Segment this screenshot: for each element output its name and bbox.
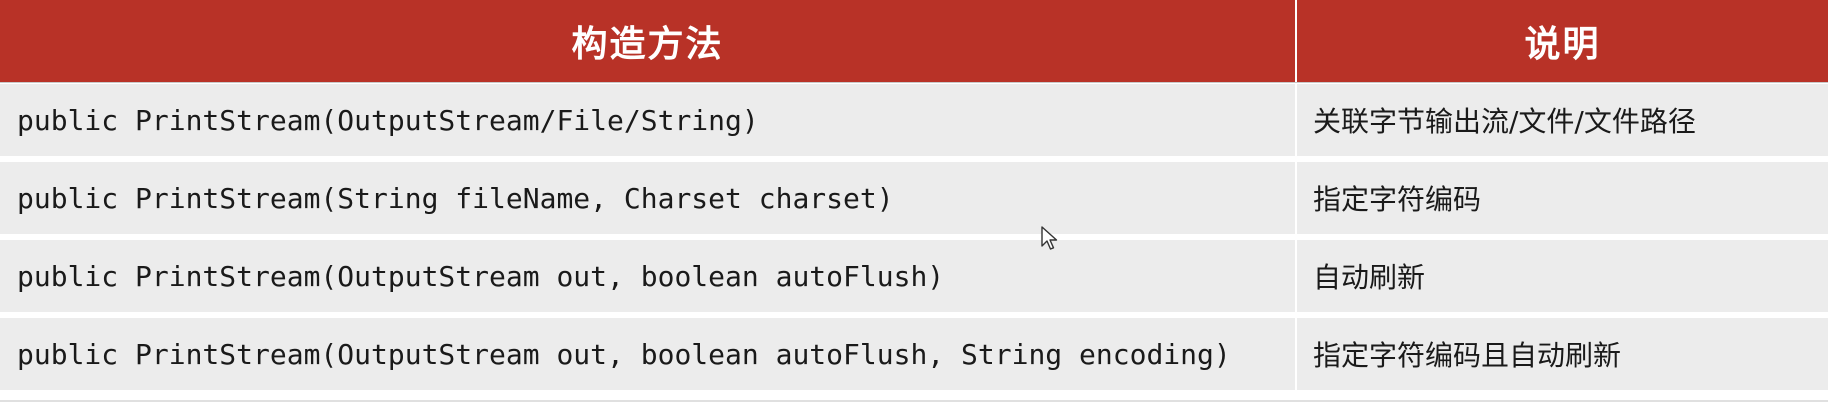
table-bottom-border xyxy=(0,400,1828,402)
method-cell: public PrintStream(OutputStream out, boo… xyxy=(17,259,945,293)
mouse-pointer-icon xyxy=(1041,226,1058,250)
method-cell: public PrintStream(OutputStream out, boo… xyxy=(17,337,1231,371)
header-column-divider xyxy=(1295,0,1297,82)
table-row: public PrintStream(OutputStream out, boo… xyxy=(0,318,1828,390)
description-cell: 自动刷新 xyxy=(1313,261,1426,294)
table-row: public PrintStream(String fileName, Char… xyxy=(0,162,1828,234)
table-row: public PrintStream(OutputStream/File/Str… xyxy=(0,84,1828,156)
row-separator xyxy=(0,312,1828,318)
header-description: 说明 xyxy=(1524,24,1601,65)
method-cell: public PrintStream(OutputStream/File/Str… xyxy=(17,103,759,137)
description-cell: 关联字节输出流/文件/文件路径 xyxy=(1313,105,1696,138)
row-separator xyxy=(0,234,1828,240)
description-cell: 指定字符编码且自动刷新 xyxy=(1313,339,1622,372)
column-divider xyxy=(1295,240,1297,312)
table-header: 构造方法 说明 xyxy=(0,0,1828,83)
header-constructor-method: 构造方法 xyxy=(571,24,724,65)
column-divider xyxy=(1295,318,1297,390)
column-divider xyxy=(1295,162,1297,234)
description-cell: 指定字符编码 xyxy=(1313,183,1482,216)
column-divider xyxy=(1295,84,1297,156)
row-separator xyxy=(0,156,1828,162)
table-row: public PrintStream(OutputStream out, boo… xyxy=(0,240,1828,312)
method-cell: public PrintStream(String fileName, Char… xyxy=(17,181,894,215)
